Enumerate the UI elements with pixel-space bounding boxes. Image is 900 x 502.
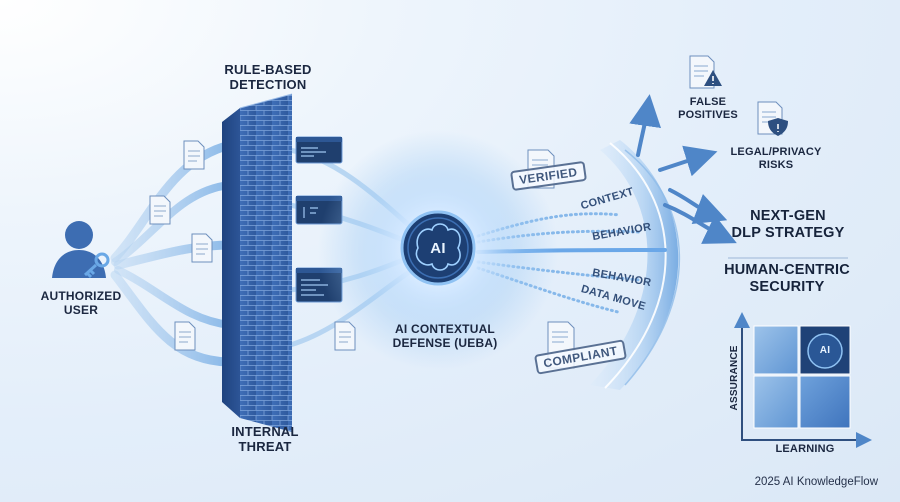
- outcome-arrows: [629, 94, 737, 244]
- assurance-learning-matrix: [734, 312, 872, 448]
- matrix-x-axis-label: LEARNING: [775, 443, 835, 455]
- ai-core: [400, 210, 476, 286]
- shield-arc: [590, 140, 681, 390]
- footer-credit: 2025 AI KnowledgeFlow: [754, 476, 878, 488]
- firewall-wall: [222, 93, 293, 432]
- matrix-y-axis-label: ASSURANCE: [729, 345, 741, 411]
- matrix-ai-label: AI: [819, 345, 831, 356]
- warning-document-icon: [689, 55, 722, 89]
- matrix-ai-badge: [807, 333, 843, 369]
- shield-document-icon: [757, 101, 788, 136]
- user-icon: [52, 221, 110, 279]
- ai-core-label: AI: [430, 240, 446, 257]
- brain-icon: [415, 223, 461, 271]
- input-flows: [110, 140, 237, 367]
- key-icon: [83, 252, 110, 279]
